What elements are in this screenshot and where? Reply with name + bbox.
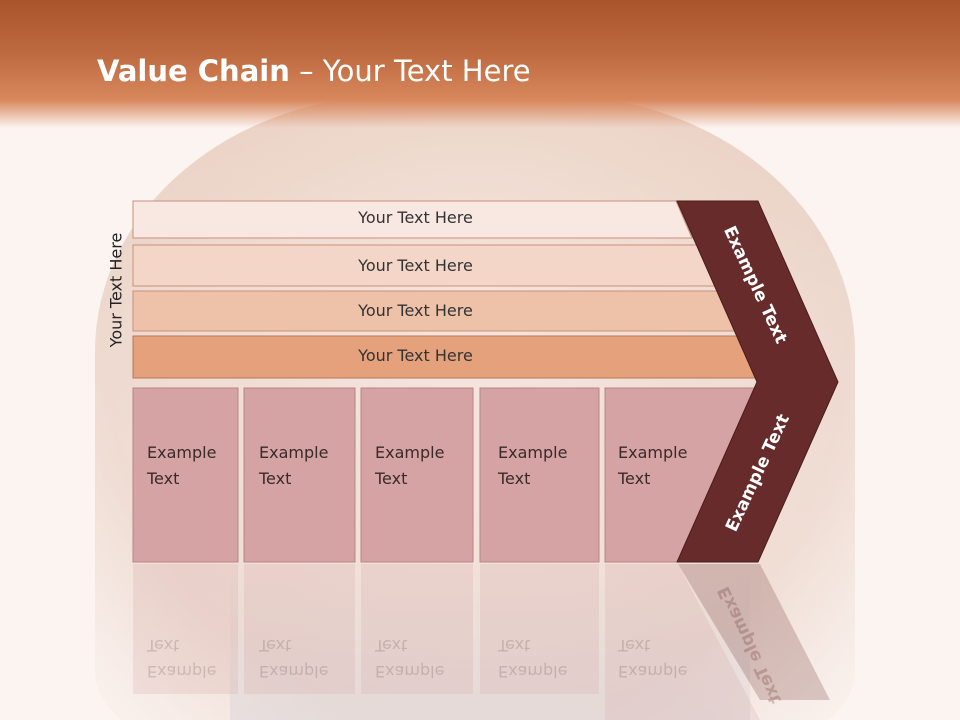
chevron-reflection bbox=[678, 564, 830, 700]
cell-2-reflection-line-1: Example bbox=[259, 662, 329, 681]
cell-1-reflection bbox=[133, 564, 238, 694]
cell-3-line-1: Example bbox=[375, 443, 445, 462]
slide-title[interactable]: Value Chain – Your Text Here bbox=[97, 54, 531, 88]
title-bar bbox=[0, 0, 960, 128]
cell-4-line-1: Example bbox=[498, 443, 568, 462]
cell-5-reflection-line-2: Text bbox=[618, 636, 651, 655]
cell-3-line-2: Text bbox=[375, 469, 408, 488]
cell-1-reflection-line-1: Example bbox=[147, 662, 217, 681]
row-1-label[interactable]: Your Text Here bbox=[358, 208, 473, 227]
row-2-label[interactable]: Your Text Here bbox=[358, 256, 473, 275]
cell-5-reflection-line-1: Example bbox=[618, 662, 688, 681]
row-4-label[interactable]: Your Text Here bbox=[358, 346, 473, 365]
cell-1-shape[interactable] bbox=[132, 387, 239, 563]
cell-2-reflection-text: Example Text bbox=[259, 632, 328, 684]
title-rest: – Your Text Here bbox=[289, 54, 531, 88]
cell-4-reflection-line-2: Text bbox=[498, 636, 531, 655]
cell-2-shape[interactable] bbox=[243, 387, 356, 563]
row-1-shape[interactable] bbox=[132, 200, 693, 239]
chevron-shape[interactable] bbox=[676, 200, 839, 563]
cell-4-reflection-text: Example Text bbox=[498, 632, 567, 684]
cell-4-reflection-line-1: Example bbox=[498, 662, 568, 681]
row-3-label[interactable]: Your Text Here bbox=[358, 301, 473, 320]
cell-3-reflection bbox=[361, 564, 473, 694]
cell-1-line-2: Text bbox=[147, 469, 180, 488]
cell-3-shape[interactable] bbox=[360, 387, 474, 563]
cell-3-reflection-line-1: Example bbox=[375, 662, 445, 681]
side-label[interactable]: Your Text Here bbox=[106, 232, 126, 348]
cell-2-reflection-line-2: Text bbox=[259, 636, 292, 655]
cell-2-reflection bbox=[244, 564, 355, 694]
cell-1-line-1: Example bbox=[147, 443, 217, 462]
cell-5-line-2: Text bbox=[618, 469, 651, 488]
cell-5-reflection bbox=[605, 564, 760, 720]
cell-4-line-2: Text bbox=[498, 469, 531, 488]
cell-1-reflection-line-2: Text bbox=[147, 636, 180, 655]
reflection-group bbox=[133, 564, 830, 720]
cell-3-reflection-text: Example Text bbox=[375, 632, 444, 684]
title-bold: Value Chain bbox=[97, 54, 290, 88]
cell-5-line-1: Example bbox=[618, 443, 688, 462]
cell-4-shape[interactable] bbox=[479, 387, 600, 563]
cell-5-reflection-text: Example Text bbox=[618, 632, 687, 684]
cell-3-reflection-line-2: Text bbox=[375, 636, 408, 655]
cell-4-reflection bbox=[480, 564, 599, 694]
cell-2-line-2: Text bbox=[259, 469, 292, 488]
cell-2-line-1: Example bbox=[259, 443, 329, 462]
cell-1-reflection-text: Example Text bbox=[147, 632, 216, 684]
